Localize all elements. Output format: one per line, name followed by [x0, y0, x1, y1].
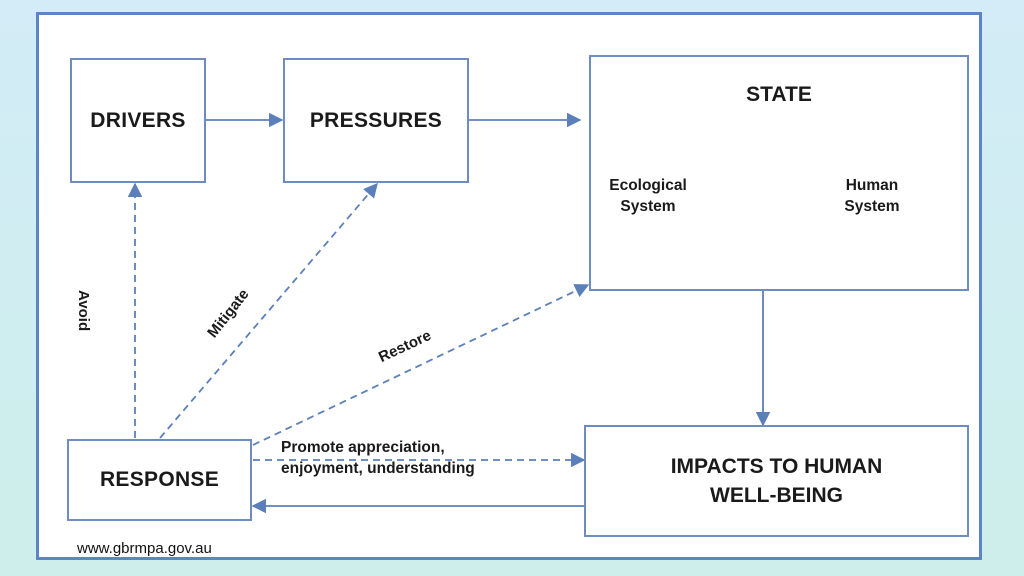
- impacts-label-line2: WELL-BEING: [710, 484, 843, 507]
- impacts-label-line1: IMPACTS TO HUMAN: [670, 455, 883, 478]
- drivers-label: DRIVERS: [90, 108, 186, 132]
- arrow-restore: [252, 284, 590, 446]
- promote-label: Promote appreciation, enjoyment, underst…: [281, 439, 475, 477]
- response-box: RESPONSE: [67, 439, 252, 521]
- impacts-box: IMPACTS TO HUMAN WELL-BEING: [584, 425, 969, 537]
- state-label: STATE: [746, 83, 812, 106]
- drivers-box: DRIVERS: [70, 58, 206, 183]
- pressures-box: PRESSURES: [283, 58, 469, 183]
- avoid-label: Avoid: [75, 290, 92, 332]
- source-url: www.gbrmpa.gov.au: [77, 540, 212, 557]
- state-box: STATE: [589, 55, 969, 291]
- response-label: RESPONSE: [99, 468, 220, 491]
- human-system-label: Human System: [844, 177, 900, 215]
- ecological-system-label: Ecological System: [609, 177, 687, 215]
- arrow-mitigate: [159, 182, 378, 439]
- pressures-label: PRESSURES: [309, 108, 443, 132]
